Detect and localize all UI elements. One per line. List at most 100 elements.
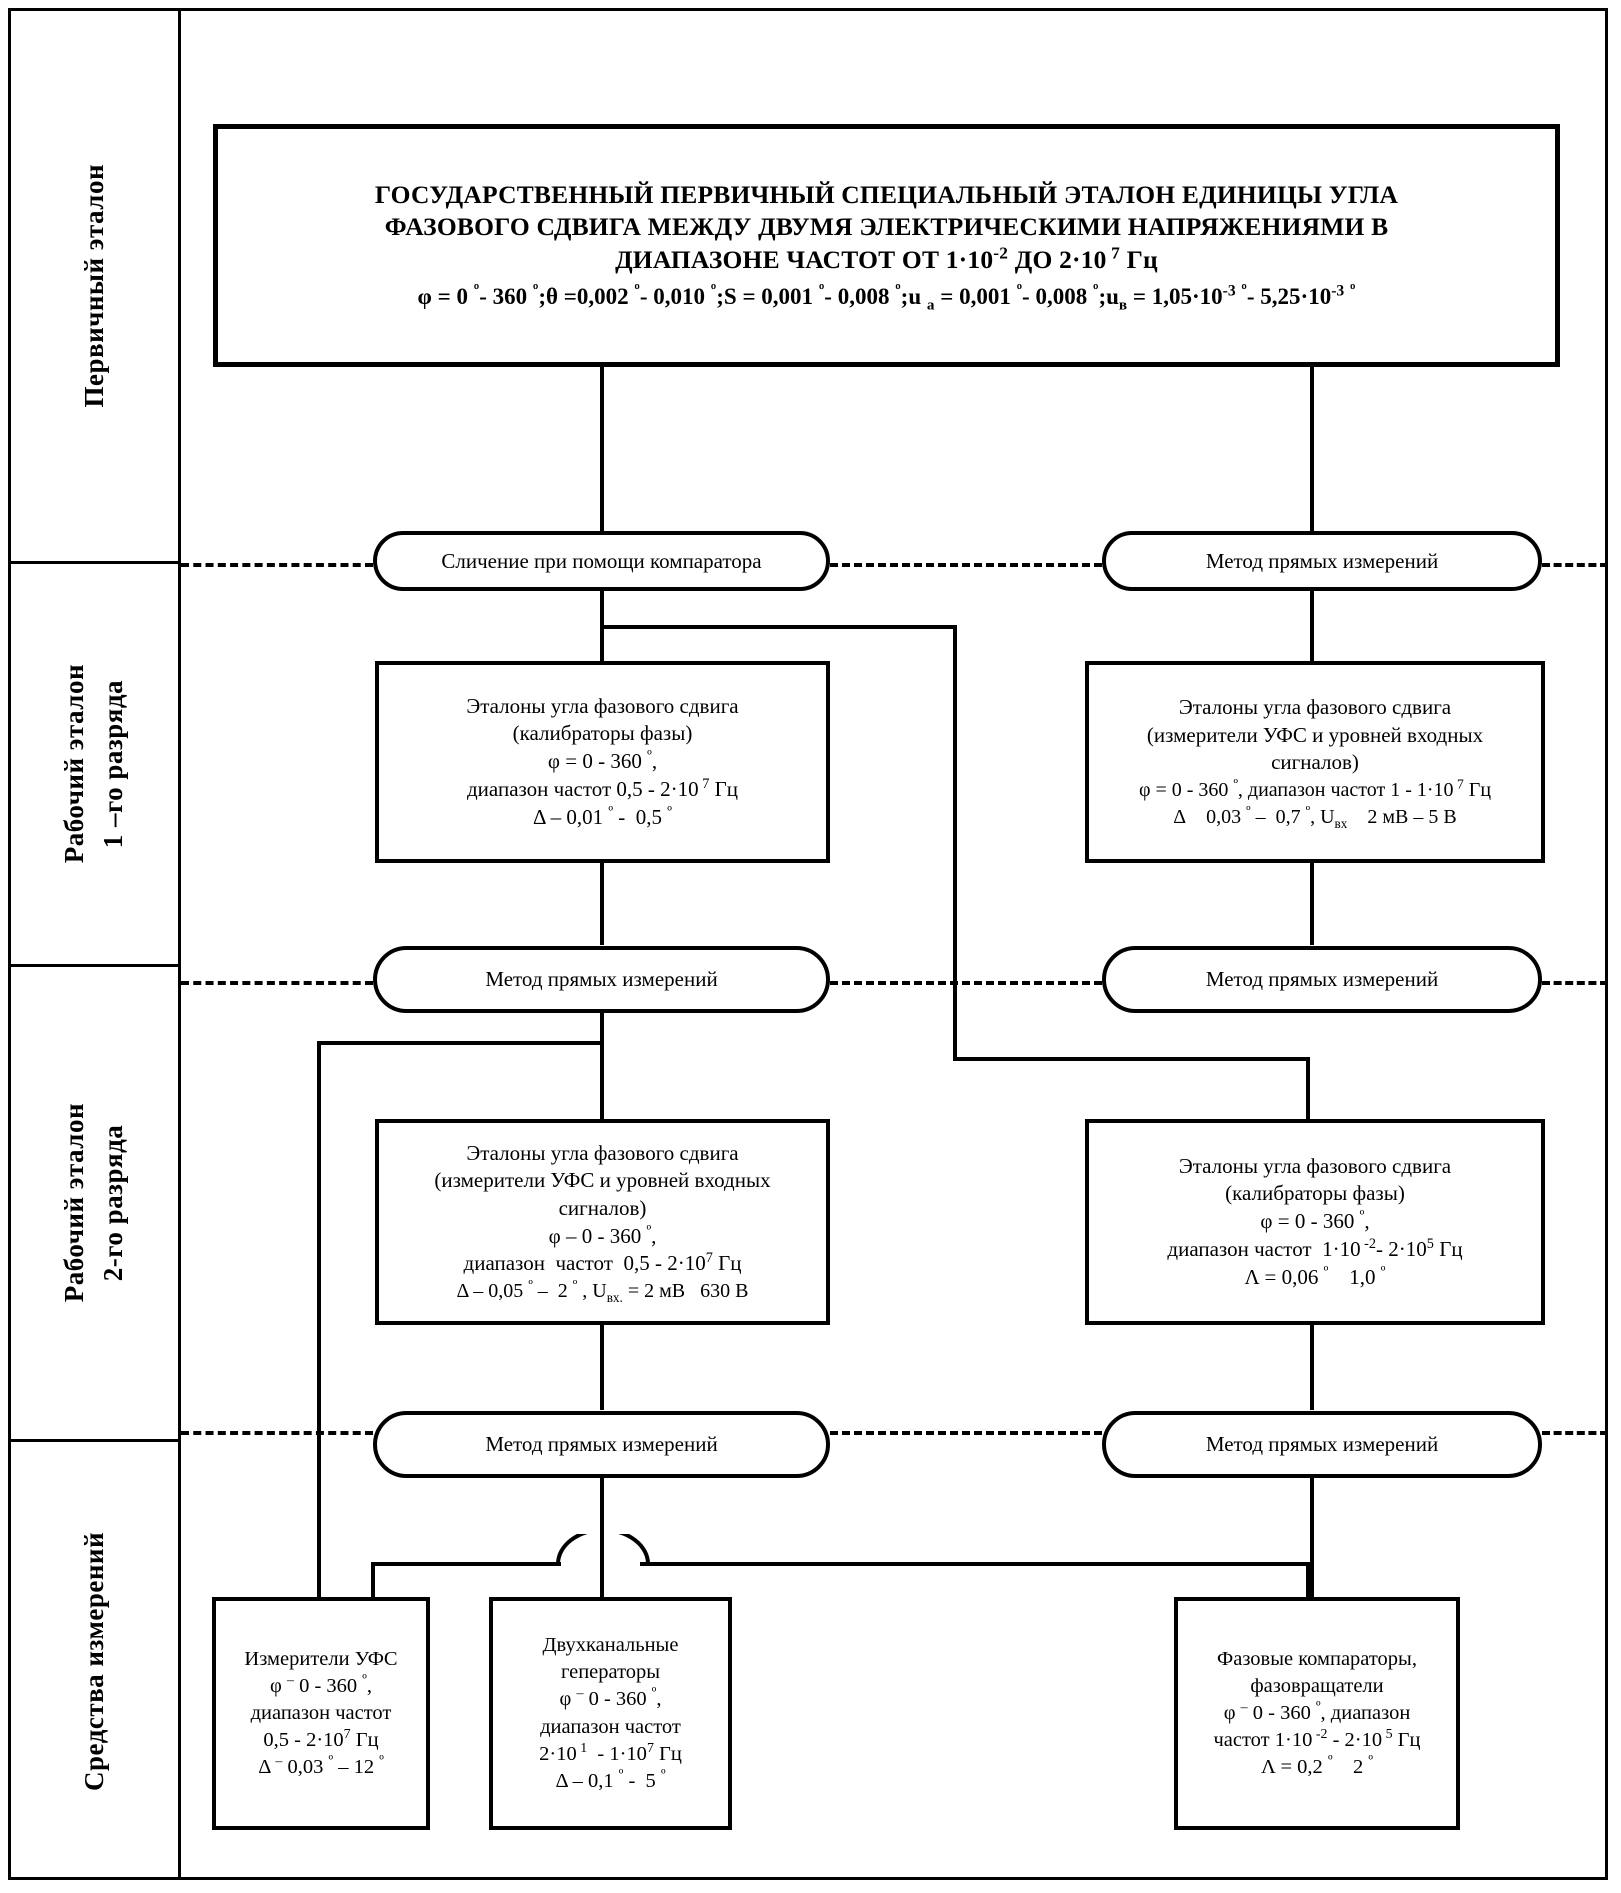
connector-direct2-to-r2left bbox=[600, 1013, 604, 1123]
title-line-3-mid: ДО 2·10 bbox=[1008, 244, 1107, 274]
dash-separator-2-mid bbox=[830, 981, 1102, 985]
primary-standard-title-box: ГОСУДАРСТВЕННЫЙ ПЕРВИЧНЫЙ СПЕЦИАЛЬНЫЙ ЭТ… bbox=[213, 124, 1560, 367]
title-line-2: ФАЗОВОГО СДВИГА МЕЖДУ ДВУМЯ ЭЛЕКТРИЧЕСКИ… bbox=[384, 212, 1389, 242]
tier-rule-1 bbox=[11, 561, 178, 564]
box-measuring-ufs-line4: 0,5 - 2·107 Гц bbox=[263, 1727, 379, 1752]
tier-label-measuring-text: Средства измерений bbox=[78, 1531, 109, 1791]
wire-jump-arc bbox=[556, 1534, 650, 1565]
dash-separator-3-right bbox=[1542, 1431, 1608, 1435]
box-measuring-gen-line4: диапазон частот bbox=[540, 1715, 681, 1738]
connector-direct3-stem bbox=[600, 1478, 604, 1600]
box-working1-left-line5: Δ – 0,01 º - 0,5 º bbox=[533, 803, 672, 829]
tier-label-primary-text: Первичный эталон bbox=[78, 164, 109, 408]
box-measuring-comp-line1: Фазовые компараторы, bbox=[1217, 1647, 1417, 1670]
box-working2-right[interactable]: Эталоны угла фазового сдвига (калибратор… bbox=[1085, 1119, 1545, 1325]
box-measuring-comp-line2: фазовращатели bbox=[1250, 1674, 1384, 1697]
connector-r1left-to-direct2 bbox=[600, 863, 604, 945]
title-line-3: ДИАПАЗОНЕ ЧАСТОТ ОТ 1·10-2 ДО 2·10 7 Гц bbox=[615, 244, 1158, 277]
box-working2-left-line1: Эталоны угла фазового сдвига bbox=[466, 1140, 739, 1165]
pill-tier2-direct-right-label: Метод прямых измерений bbox=[1205, 967, 1439, 992]
tier-rule-2 bbox=[11, 964, 178, 967]
dash-separator-3-mid bbox=[830, 1431, 1102, 1435]
dash-separator-1-mid bbox=[830, 563, 1102, 567]
sidebar-divider bbox=[178, 8, 181, 1880]
connector-r1right-to-direct2right bbox=[1310, 863, 1314, 945]
pill-tier2-direct-left[interactable]: Метод прямых измерений bbox=[373, 946, 830, 1013]
pill-tier3-direct-left[interactable]: Метод прямых измерений bbox=[373, 1411, 830, 1478]
box-working2-left-line3: сигналов) bbox=[558, 1195, 647, 1220]
box-measuring-comp-line5: Λ = 0,2 º 2 º bbox=[1261, 1753, 1373, 1779]
connector-comparator-branch-h2 bbox=[953, 1057, 1310, 1061]
connector-direct2-branch-h bbox=[317, 1041, 604, 1045]
pill-tier2-direct-left-label: Метод прямых измерений bbox=[485, 967, 718, 992]
box-working1-left[interactable]: Эталоны угла фазового сдвига (калибратор… bbox=[375, 661, 830, 863]
box-measuring-comp-line3: φ – 0 - 360 º, диапазон bbox=[1223, 1699, 1411, 1724]
box-working2-left[interactable]: Эталоны угла фазового сдвига (измерители… bbox=[375, 1119, 830, 1325]
tier-label-primary: Первичный эталон bbox=[11, 11, 178, 561]
box-working1-right[interactable]: Эталоны угла фазового сдвига (измерители… bbox=[1085, 661, 1545, 863]
box-working1-left-line2: (калибраторы фазы) bbox=[512, 721, 693, 746]
box-measuring-gen-line6: Δ – 0,1 º - 5 º bbox=[555, 1766, 666, 1792]
box-working2-right-line2: (калибраторы фазы) bbox=[1225, 1181, 1405, 1206]
box-working2-left-line4: φ – 0 - 360 º, bbox=[548, 1222, 657, 1248]
connector-r2left-to-direct3 bbox=[600, 1325, 604, 1410]
title-line-3-sup1: -2 bbox=[993, 243, 1009, 263]
pill-tier3-direct-left-label: Метод прямых измерений bbox=[485, 1432, 718, 1457]
title-line-3-prefix: ДИАПАЗОНЕ ЧАСТОТ ОТ 1·10 bbox=[615, 244, 994, 274]
box-working1-right-line4: φ = 0 - 360 º, диапазон частот 1 - 1·10 … bbox=[1138, 776, 1492, 802]
title-line-1: ГОСУДАРСТВЕННЫЙ ПЕРВИЧНЫЙ СПЕЦИАЛЬНЫЙ ЭТ… bbox=[374, 179, 1399, 209]
tier-label-working-1: Рабочий эталон 1 –го разряда bbox=[11, 564, 178, 964]
tier-label-working-1-text: Рабочий эталон 1 –го разряда bbox=[59, 664, 129, 864]
box-measuring-gen-line5: 2·10 1 - 1·107 Гц bbox=[539, 1740, 682, 1765]
pill-tier1-comparator[interactable]: Сличение при помощи компаратора bbox=[373, 531, 830, 591]
pill-tier1-comparator-label: Сличение при помощи компаратора bbox=[441, 548, 762, 573]
dash-separator-1-left bbox=[181, 563, 373, 567]
box-measuring-ufs-line5: Δ – 0,03 º – 12 º bbox=[258, 1753, 384, 1779]
tier-label-working-2-text: Рабочий эталон 2-го разряда bbox=[59, 1103, 129, 1303]
box-working2-right-line5: Λ = 0,06 º 1,0 º bbox=[1244, 1263, 1386, 1289]
box-measuring-ufs-line2: φ – 0 - 360 º, bbox=[270, 1672, 372, 1697]
tier-rule-3 bbox=[11, 1439, 178, 1442]
connector-direct3right-stem bbox=[1310, 1478, 1314, 1600]
box-working2-right-line1: Эталоны угла фазового сдвига bbox=[1178, 1153, 1452, 1178]
box-working2-right-line4: диапазон частот 1·10 -2- 2·105 Гц bbox=[1167, 1235, 1463, 1261]
connector-bus-left bbox=[371, 1562, 561, 1566]
connector-r2right-to-direct3right bbox=[1310, 1325, 1314, 1410]
box-measuring-gen-line3: φ – 0 - 360 º, bbox=[559, 1685, 662, 1711]
box-measuring-ufs-meters[interactable]: Измерители УФС φ – 0 - 360 º, диапазон ч… bbox=[212, 1597, 430, 1830]
box-measuring-gen-line1: Двухканальные bbox=[542, 1634, 679, 1657]
box-measuring-ufs-line1: Измерители УФС bbox=[244, 1647, 398, 1670]
connector-title-to-comparator bbox=[600, 367, 604, 531]
tier-label-measuring: Средства измерений bbox=[11, 1442, 178, 1880]
connector-direct2-branch-v bbox=[317, 1041, 321, 1597]
box-measuring-gen-line2: геператоры bbox=[560, 1661, 661, 1684]
box-measuring-comp-line4: частот 1·10 -2 - 2·10 5 Гц bbox=[1213, 1727, 1421, 1752]
dash-separator-1-right bbox=[1542, 563, 1608, 567]
pill-tier1-direct-label: Метод прямых измерений bbox=[1205, 548, 1439, 573]
box-working1-left-line1: Эталоны угла фазового сдвига bbox=[466, 693, 739, 718]
connector-title-to-direct-right bbox=[1310, 367, 1314, 531]
pill-tier1-direct[interactable]: Метод прямых измерений bbox=[1102, 531, 1542, 591]
connector-comparator-branch-to-r2right bbox=[1306, 1057, 1310, 1119]
box-measuring-ufs-line3: диапазон частот bbox=[250, 1701, 392, 1724]
box-working1-left-line3: φ = 0 - 360 º, bbox=[547, 748, 658, 774]
dash-separator-2-left bbox=[181, 981, 373, 985]
connector-comparator-branch-v bbox=[953, 625, 957, 1061]
connector-bus-left-drop bbox=[371, 1562, 375, 1600]
box-working1-left-line4: диапазон частот 0,5 - 2·10 7 Гц bbox=[466, 775, 739, 801]
box-measuring-dual-channel-generators[interactable]: Двухканальные геператоры φ – 0 - 360 º, … bbox=[489, 1597, 732, 1830]
title-line-3-suffix: Гц bbox=[1120, 244, 1158, 274]
pill-tier3-direct-right-label: Метод прямых измерений bbox=[1205, 1432, 1439, 1457]
box-working2-left-line2: (измерители УФС и уровней входных bbox=[434, 1168, 771, 1193]
connector-comparator-branch-h bbox=[600, 625, 957, 629]
box-working1-right-line2: (измерители УФС и уровней входных bbox=[1146, 722, 1484, 747]
dash-separator-3-left bbox=[181, 1431, 373, 1435]
box-measuring-phase-comparators[interactable]: Фазовые компараторы, фазовращатели φ – 0… bbox=[1174, 1597, 1460, 1830]
dash-separator-2-right bbox=[1542, 981, 1608, 985]
box-working2-left-line5: диапазон частот 0,5 - 2·107 Гц bbox=[463, 1250, 742, 1276]
pill-tier3-direct-right[interactable]: Метод прямых измерений bbox=[1102, 1411, 1542, 1478]
box-working1-right-line1: Эталоны угла фазового сдвига bbox=[1178, 695, 1452, 720]
pill-tier2-direct-right[interactable]: Метод прямых измерений bbox=[1102, 946, 1542, 1013]
connector-bus-right bbox=[640, 1562, 1310, 1566]
